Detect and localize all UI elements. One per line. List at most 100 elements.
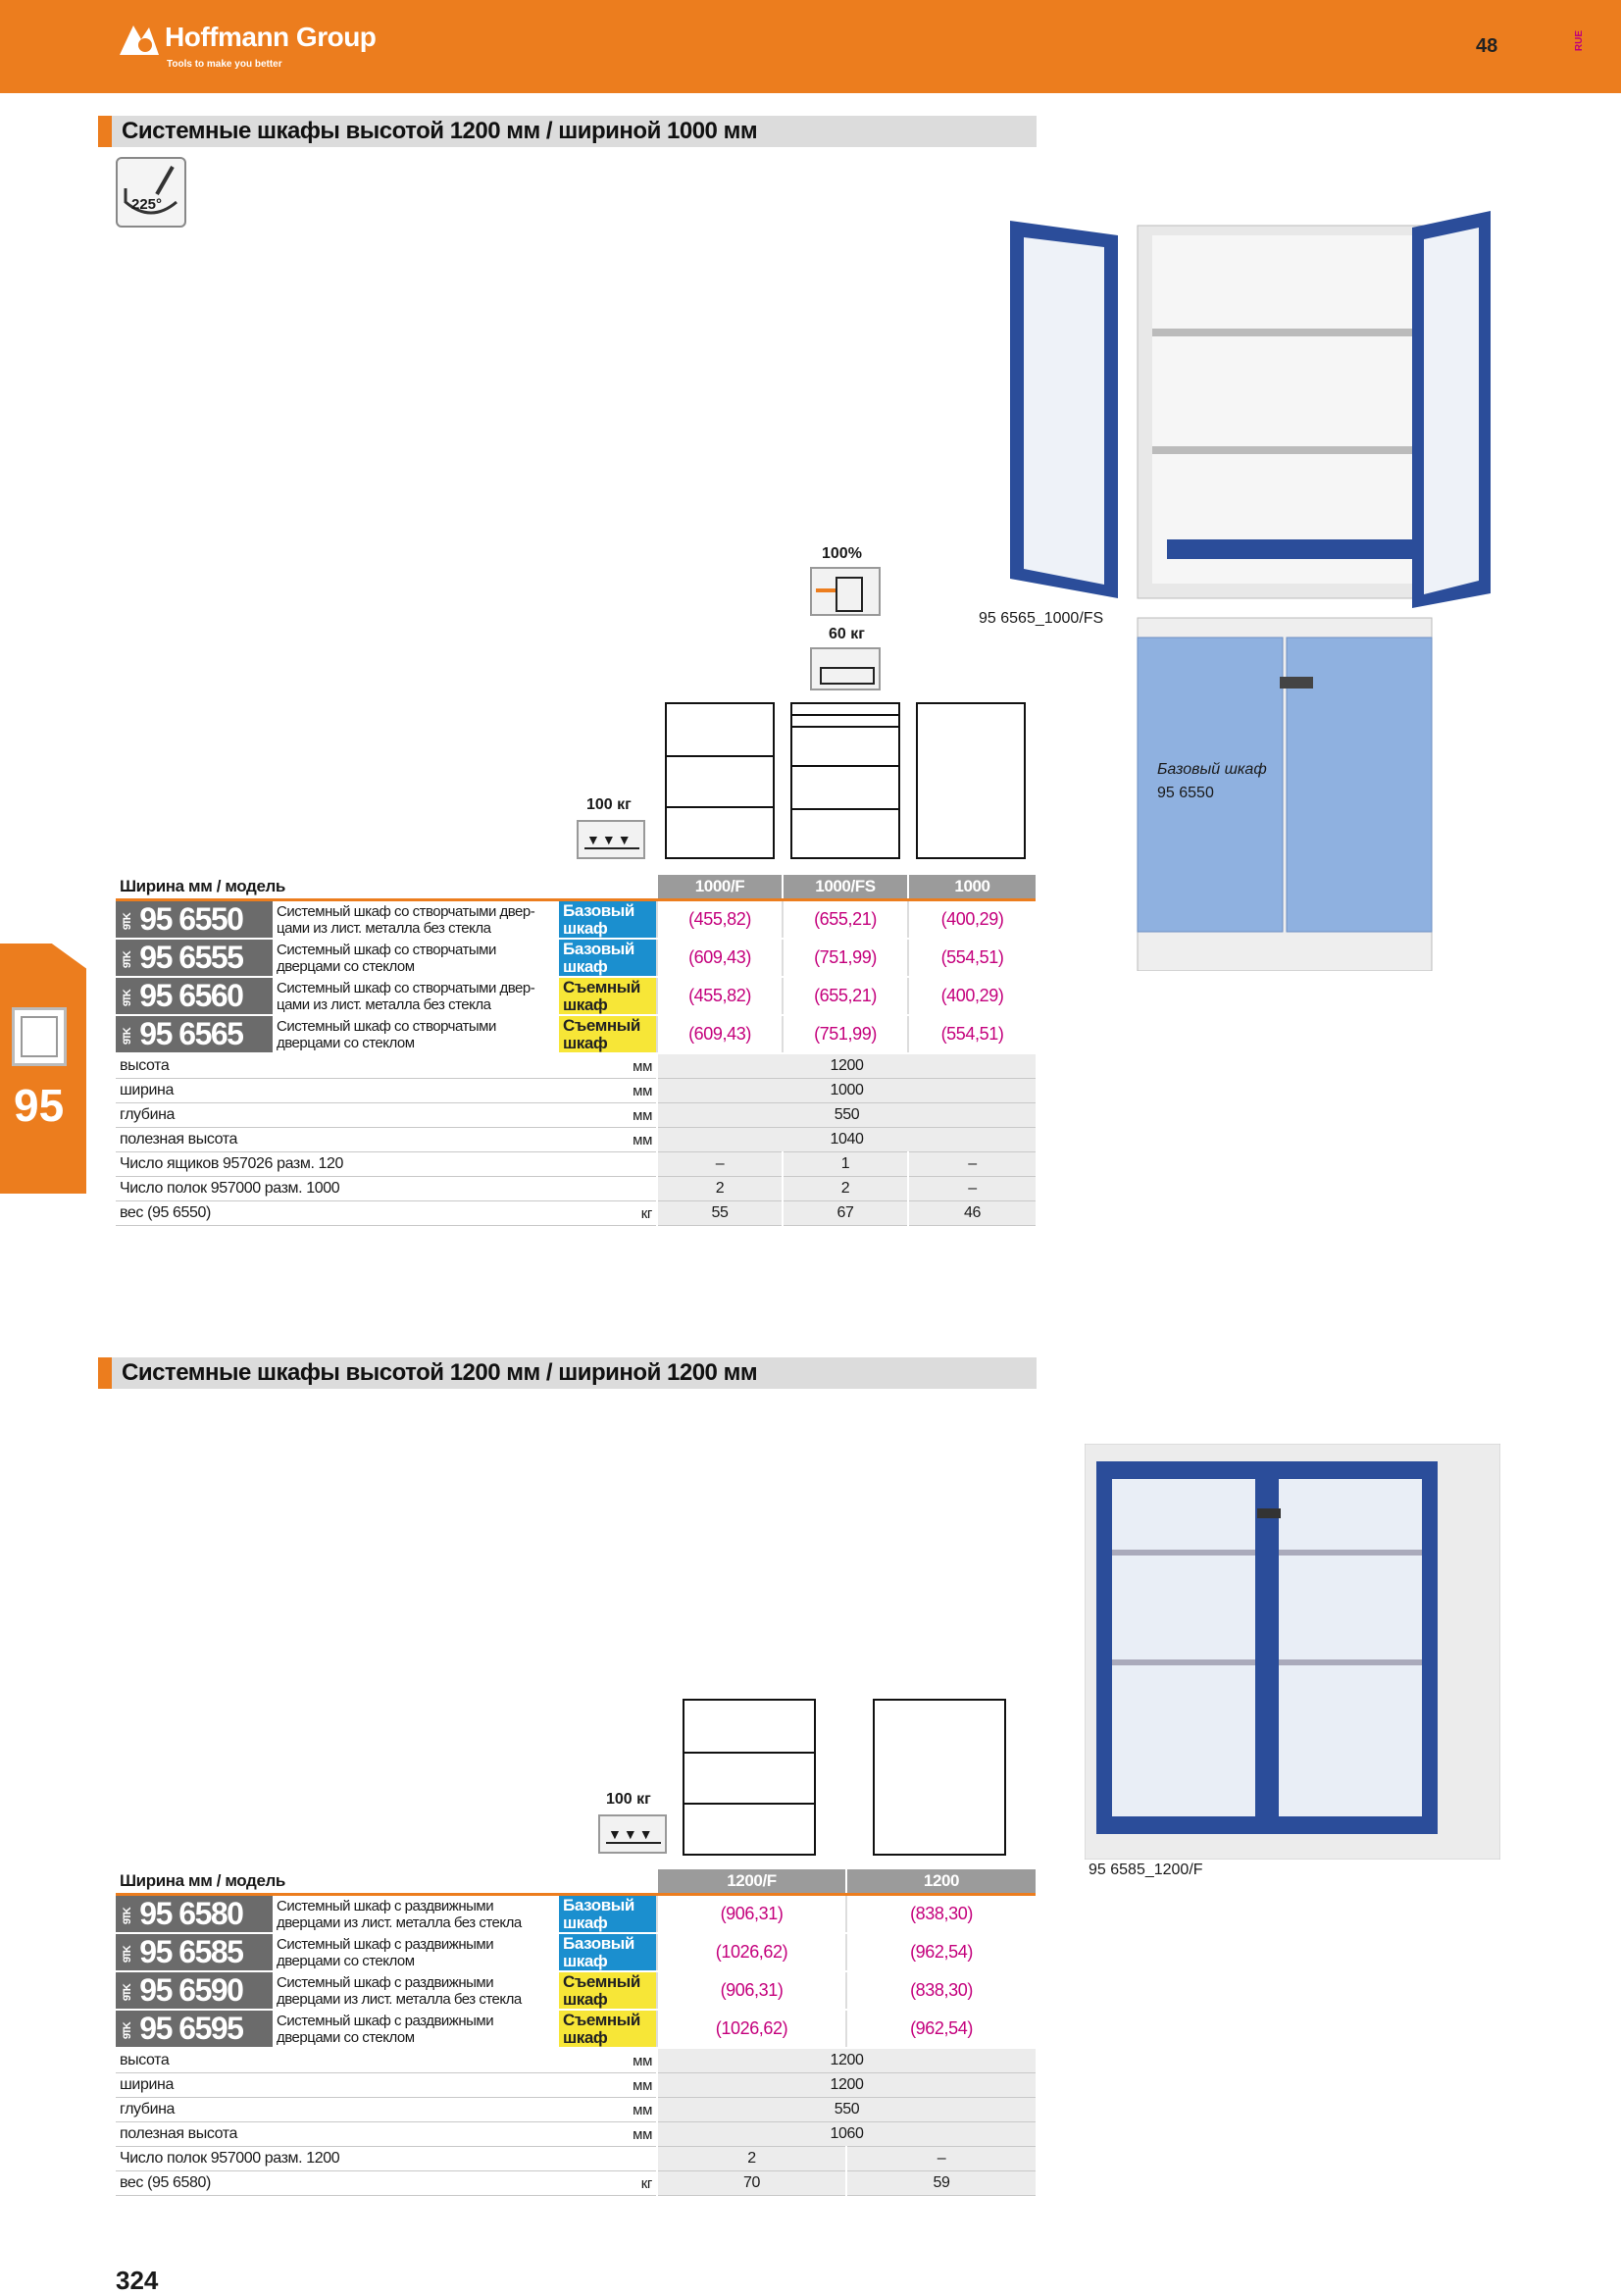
product-image-cabinet-1000 <box>1010 206 1491 972</box>
article-description: Системный шкаф со створчатыми дверцами с… <box>273 939 559 978</box>
column-header: 1000/F <box>656 875 783 898</box>
property-label: полезная высота <box>116 1127 559 1152</box>
article-description: Системный шкаф с раздвижными дверцами из… <box>273 1896 559 1934</box>
chapter-tab[interactable] <box>0 944 86 1194</box>
property-value: – <box>656 1151 783 1177</box>
article-prefix: 9TK <box>122 1946 134 1963</box>
article-number-text: 95 6580 <box>139 1896 244 1931</box>
section1-title: Системные шкафы высотой 1200 мм / ширино… <box>122 118 758 144</box>
price-cell: (455,82) <box>656 901 783 940</box>
property-value: 55 <box>656 1200 783 1226</box>
property-value: 1200 <box>656 2072 1036 2098</box>
property-row: Число ящиков 957026 разм. 120–1– <box>116 1151 1036 1177</box>
hoffmann-logo-icon <box>120 26 159 55</box>
price-cell: (751,99) <box>782 939 908 978</box>
product-image-cabinet-1200 <box>1084 1443 1501 1861</box>
property-value: 2 <box>782 1176 908 1201</box>
property-unit: мм <box>559 1102 657 1128</box>
article-type-badge: Базовый шкаф <box>559 939 657 978</box>
page-number: 324 <box>116 2266 159 2295</box>
property-unit <box>559 2146 657 2171</box>
cabinet-icon <box>12 1007 67 1066</box>
property-unit: мм <box>559 2072 657 2098</box>
column-label: Ширина мм / модель <box>120 1871 285 1890</box>
column-header: 1000 <box>907 875 1036 898</box>
article-type-badge: Базовый шкаф <box>559 1896 657 1934</box>
column-header: 1000/FS <box>782 875 908 898</box>
property-label: высота <box>116 1053 559 1079</box>
article-description: Системный шкаф с раздвижными дверцами со… <box>273 2010 559 2049</box>
price-cell: (655,21) <box>782 901 908 940</box>
article-description: Системный шкаф со створчатыми двер-цами … <box>273 901 559 940</box>
property-value: 59 <box>845 2170 1036 2196</box>
section2-title: Системные шкафы высотой 1200 мм / ширино… <box>122 1359 758 1386</box>
cabinet-outline-1000-fs <box>790 702 900 859</box>
price-cell: (906,31) <box>656 1971 846 2011</box>
page-header <box>0 0 1621 93</box>
property-unit: кг <box>559 1200 657 1226</box>
section1-title-bar: Системные шкафы высотой 1200 мм / ширино… <box>98 116 1037 147</box>
price-cell: (838,30) <box>845 1971 1036 2011</box>
brand-logo[interactable]: Hoffmann Group Tools to make you better <box>116 18 380 77</box>
shelf-load-icon-2: ▼▼▼ <box>598 1814 667 1854</box>
property-label: вес (95 6580) <box>116 2170 559 2196</box>
price-cell: (906,31) <box>656 1896 846 1934</box>
cabinet-outline-1200 <box>873 1699 1006 1856</box>
article-prefix: 9TK <box>122 1028 134 1045</box>
article-prefix: 9TK <box>122 1908 134 1924</box>
product-image-caption-1: 95 6565_1000/FS <box>979 610 1104 627</box>
price-cell: (609,43) <box>656 1015 783 1054</box>
article-description: Системный шкаф со створчатыми дверцами с… <box>273 1015 559 1054</box>
property-value: 67 <box>782 1200 908 1226</box>
product-image-caption-2: 95 6585_1200/F <box>1089 1862 1203 1878</box>
property-value: 1200 <box>656 2048 1036 2073</box>
property-value: – <box>845 2146 1036 2171</box>
article-row[interactable]: 9TK 95 6580 Системный шкаф с раздвижными д… <box>116 1896 1036 1934</box>
property-value: 2 <box>656 1176 783 1201</box>
property-value: 1200 <box>656 1053 1036 1079</box>
article-description: Системный шкаф с раздвижными дверцами из… <box>273 1971 559 2011</box>
price-cell: (400,29) <box>907 901 1036 940</box>
article-type-badge: Съемный шкаф <box>559 2010 657 2049</box>
article-number[interactable]: 9TK 95 6580 <box>116 1896 273 1934</box>
price-cell: (455,82) <box>656 977 783 1016</box>
door-angle-icon: 225° <box>116 157 186 228</box>
price-cell: (554,51) <box>907 939 1036 978</box>
property-unit: мм <box>559 1053 657 1079</box>
property-label: Число полок 957000 разм. 1200 <box>116 2146 559 2171</box>
drawer-load-label: 60 кг <box>829 626 865 642</box>
column-header: 1200 <box>845 1869 1036 1893</box>
price-cell: (400,29) <box>907 977 1036 1016</box>
column-header: 1200/F <box>656 1869 846 1893</box>
property-value: 70 <box>656 2170 846 2196</box>
property-label: ширина <box>116 2072 559 2098</box>
price-cell: (655,21) <box>782 977 908 1016</box>
property-value: 1060 <box>656 2121 1036 2147</box>
